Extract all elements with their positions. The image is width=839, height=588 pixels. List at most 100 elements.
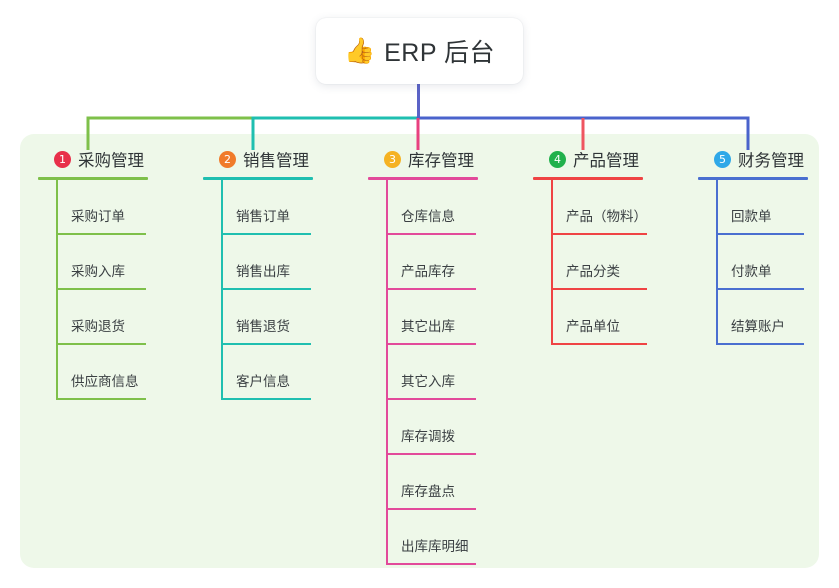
list-item[interactable]: 仓库信息 [386, 180, 518, 235]
list-item-rule [386, 288, 476, 290]
list-item-rule [386, 398, 476, 400]
column-index-badge: 3 [384, 150, 401, 168]
list-item[interactable]: 采购退货 [56, 290, 188, 345]
column-header-rule [368, 177, 478, 180]
column-title: 财务管理 [738, 152, 804, 170]
column-header-rule [533, 177, 643, 180]
list-item-rule [221, 288, 311, 290]
column-spine [551, 180, 553, 345]
list-item-rule [386, 563, 476, 565]
column-items: 销售订单销售出库销售退货客户信息 [203, 180, 353, 400]
list-item-label: 库存调拨 [401, 429, 455, 444]
list-item-label: 付款单 [731, 264, 772, 279]
list-item[interactable]: 库存调拨 [386, 400, 518, 455]
thumbs-up-icon: 👍 [343, 36, 376, 65]
list-item[interactable]: 销售出库 [221, 235, 353, 290]
list-item[interactable]: 付款单 [716, 235, 838, 290]
list-item[interactable]: 产品库存 [386, 235, 518, 290]
list-item-label: 仓库信息 [401, 209, 455, 224]
list-item-label: 产品分类 [566, 264, 620, 279]
list-item-label: 出库库明细 [401, 539, 469, 554]
list-item[interactable]: 销售订单 [221, 180, 353, 235]
list-item[interactable]: 结算账户 [716, 290, 838, 345]
column-items: 采购订单采购入库采购退货供应商信息 [38, 180, 188, 400]
list-item-rule [386, 343, 476, 345]
column-header-5[interactable]: 5 财务管理 [698, 146, 838, 172]
list-item-label: 其它入库 [401, 374, 455, 389]
list-item[interactable]: 产品单位 [551, 290, 683, 345]
content-panel [20, 134, 819, 568]
column-items: 产品（物料） 产品分类产品单位 [533, 180, 683, 345]
list-item[interactable]: 其它出库 [386, 290, 518, 345]
column-spine [221, 180, 223, 400]
list-item-label: 回款单 [731, 209, 772, 224]
list-item-rule [221, 398, 311, 400]
list-item[interactable]: 采购订单 [56, 180, 188, 235]
list-item-rule [716, 288, 804, 290]
column-title: 产品管理 [573, 152, 639, 170]
list-item-rule [56, 288, 146, 290]
list-item-label: 采购退货 [71, 319, 125, 334]
column-4: 4 产品管理产品（物料） 产品分类产品单位 [533, 146, 683, 345]
list-item-rule [221, 343, 311, 345]
list-item-rule [56, 233, 146, 235]
list-item-rule [56, 343, 146, 345]
list-item[interactable]: 产品分类 [551, 235, 683, 290]
list-item[interactable]: 其它入库 [386, 345, 518, 400]
column-header-rule [698, 177, 808, 180]
column-index-badge: 4 [549, 150, 566, 168]
list-item[interactable]: 出库库明细 [386, 510, 518, 565]
page-title: ERP 后台 [384, 39, 496, 67]
column-spine [716, 180, 718, 345]
list-item-label: 采购订单 [71, 209, 125, 224]
column-index-badge: 1 [54, 150, 71, 168]
list-item-label: 库存盘点 [401, 484, 455, 499]
list-item-label: 供应商信息 [71, 374, 139, 389]
column-header-2[interactable]: 2 销售管理 [203, 146, 353, 172]
list-item-label: 销售退货 [236, 319, 290, 334]
list-item[interactable]: 产品（物料） [551, 180, 683, 235]
column-title: 销售管理 [243, 152, 309, 170]
list-item-label: 其它出库 [401, 319, 455, 334]
column-index-badge: 5 [714, 150, 731, 168]
list-item[interactable]: 采购入库 [56, 235, 188, 290]
list-item-rule [386, 508, 476, 510]
column-3: 3 库存管理仓库信息产品库存其它出库其它入库库存调拨库存盘点出库库明细 [368, 146, 518, 565]
root-node[interactable]: 👍 ERP 后台 [316, 18, 523, 84]
list-item-label: 产品库存 [401, 264, 455, 279]
list-item-label: 客户信息 [236, 374, 290, 389]
list-item-rule [56, 398, 146, 400]
list-item-label: 产品（物料） [566, 209, 647, 224]
list-item-label: 结算账户 [731, 319, 785, 334]
column-index-badge: 2 [219, 150, 236, 168]
list-item[interactable]: 库存盘点 [386, 455, 518, 510]
column-spine [56, 180, 58, 400]
list-item[interactable]: 客户信息 [221, 345, 353, 400]
list-item-rule [386, 233, 476, 235]
column-title: 采购管理 [78, 152, 144, 170]
column-spine [386, 180, 388, 565]
column-items: 回款单付款单结算账户 [698, 180, 838, 345]
list-item-rule [386, 453, 476, 455]
column-header-1[interactable]: 1 采购管理 [38, 146, 188, 172]
list-item-rule [551, 288, 647, 290]
list-item-label: 产品单位 [566, 319, 620, 334]
column-items: 仓库信息产品库存其它出库其它入库库存调拨库存盘点出库库明细 [368, 180, 518, 565]
list-item[interactable]: 回款单 [716, 180, 838, 235]
column-title: 库存管理 [408, 152, 474, 170]
list-item-rule [716, 233, 804, 235]
list-item-rule [221, 233, 311, 235]
list-item-label: 销售出库 [236, 264, 290, 279]
list-item[interactable]: 销售退货 [221, 290, 353, 345]
column-1: 1 采购管理采购订单采购入库采购退货供应商信息 [38, 146, 188, 400]
column-2: 2 销售管理销售订单销售出库销售退货客户信息 [203, 146, 353, 400]
list-item-rule [716, 343, 804, 345]
column-header-4[interactable]: 4 产品管理 [533, 146, 683, 172]
list-item[interactable]: 供应商信息 [56, 345, 188, 400]
list-item-rule [551, 343, 647, 345]
column-header-rule [38, 177, 148, 180]
column-5: 5 财务管理回款单付款单结算账户 [698, 146, 838, 345]
column-header-3[interactable]: 3 库存管理 [368, 146, 518, 172]
list-item-label: 销售订单 [236, 209, 290, 224]
